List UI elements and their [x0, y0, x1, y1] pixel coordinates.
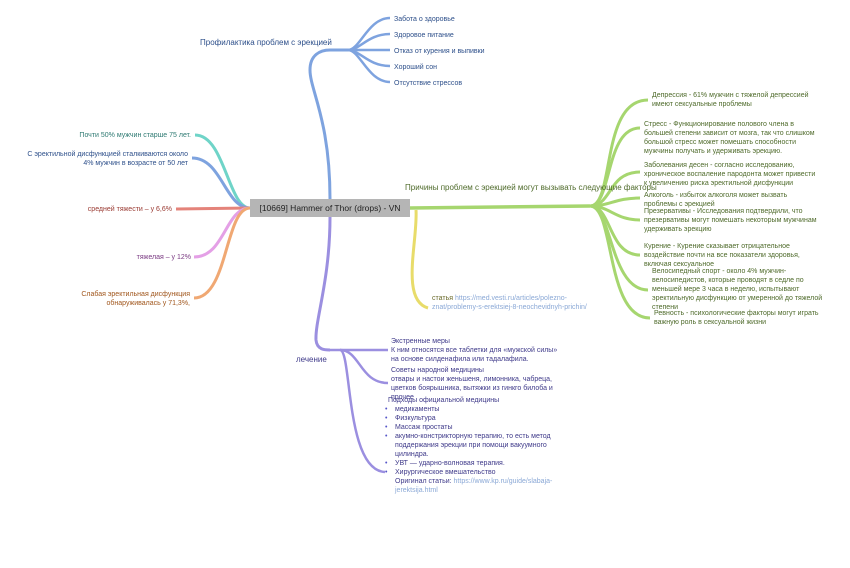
prevention-item[interactable]: Отсутствие стрессов [394, 80, 463, 87]
treatment-folk[interactable]: Советы народной медицины отвары и настои… [391, 366, 561, 402]
list-item: Хирургическое вмешательство [385, 468, 563, 477]
prevention-item[interactable]: Здоровое питание [394, 32, 454, 39]
edge-stat [193, 206, 251, 259]
prevention-item[interactable]: Отказ от курения и выпивки [394, 48, 485, 55]
stat-item[interactable]: Почти 50% мужчин старше 75 лет. [79, 132, 191, 139]
stat-item[interactable]: тяжелая – у 12% [136, 254, 191, 261]
edge-prevention-item [347, 48, 391, 84]
article-prefix: статья [432, 295, 454, 302]
cause-item[interactable]: Ревность - психологические факторы могут… [654, 310, 819, 326]
edge-prevention-item [347, 32, 391, 52]
edge-cause-item [589, 126, 641, 208]
list-item: медикаменты [385, 405, 563, 414]
treatment-source-link[interactable]: https://www.kp.ru/guide/slabaja-jerektsi… [395, 478, 553, 494]
edge-treatment [314, 216, 332, 352]
list-item: УВТ — ударно-волновая терапия. [385, 459, 563, 468]
treatment-emergency[interactable]: Экстренные меры К ним относятся все табл… [391, 337, 561, 364]
edge-causes [409, 204, 591, 210]
cause-item[interactable]: Курение - Курение сказывает отрицательно… [644, 243, 800, 268]
cause-item[interactable]: Заболевания десен - согласно исследовани… [644, 162, 816, 187]
edge-cause-item [589, 204, 651, 320]
treatment-emergency-title: Экстренные меры [391, 338, 450, 345]
edge-treatment-item [338, 348, 386, 474]
edge-treatment-item [339, 348, 389, 385]
treatment-emergency-text: К ним относятся все таблетки для «мужско… [391, 347, 558, 363]
treatment-official[interactable]: Подходы официальной медицины медикаменты… [385, 396, 563, 495]
cause-item[interactable]: Алкоголь - избыток алкоголя может вызват… [644, 192, 788, 208]
article-link[interactable]: https://med.vesti.ru/articles/polezno-zn… [432, 295, 587, 311]
edge-stat [175, 206, 251, 211]
prevention-title[interactable]: Профилактика проблем с эрекцией [200, 38, 332, 47]
edge-prevention [308, 48, 332, 200]
prevention-item[interactable]: Забота о здоровье [394, 16, 455, 23]
edge-stat [194, 133, 251, 210]
root-node[interactable]: [10669] Hammer of Thor (drops) - VN [250, 199, 410, 217]
cause-item[interactable]: Презервативы - Исследования подтвердили,… [644, 208, 817, 233]
treatment-folk-title: Советы народной медицины [391, 367, 484, 374]
treatment-official-title: Подходы официальной медицины [388, 397, 500, 404]
edge-article [410, 209, 429, 310]
list-item: Массаж простаты [385, 423, 563, 432]
treatment-title[interactable]: лечение [296, 355, 327, 364]
prevention-item[interactable]: Хороший сон [394, 64, 437, 71]
stat-item[interactable]: С эректильной дисфункцией сталкиваются о… [27, 151, 188, 167]
list-item: акумно-констрикторную терапию, то есть м… [385, 432, 563, 459]
cause-item[interactable]: Стресс - Функционирование полового члена… [644, 121, 815, 155]
edge-stat [193, 206, 251, 300]
list-item: Физкультура [385, 414, 563, 423]
causes-title[interactable]: Причины проблем с эрекцией могут вызыват… [405, 183, 657, 192]
cause-item[interactable]: Депрессия - 61% мужчин с тяжелой депресс… [652, 92, 809, 108]
treatment-official-list: медикаменты Физкультура Массаж простаты … [385, 405, 563, 477]
treatment-source-prefix: Оригинал статьи: [395, 478, 452, 485]
stat-item[interactable]: Слабая эректильная дисфункция обнаружива… [81, 291, 190, 307]
treatment-folk-text: отвары и настои женьшеня, лимонника, чаб… [391, 376, 553, 401]
stat-item[interactable]: средней тяжести – у 6,6% [87, 206, 172, 213]
article-node[interactable]: статья https://med.vesti.ru/articles/pol… [432, 294, 590, 312]
treatment-source: Оригинал статьи: https://www.kp.ru/guide… [395, 477, 563, 495]
edge-stat [191, 156, 251, 210]
cause-item[interactable]: Велосипедный спорт - около 4% мужчин-вел… [652, 268, 823, 311]
